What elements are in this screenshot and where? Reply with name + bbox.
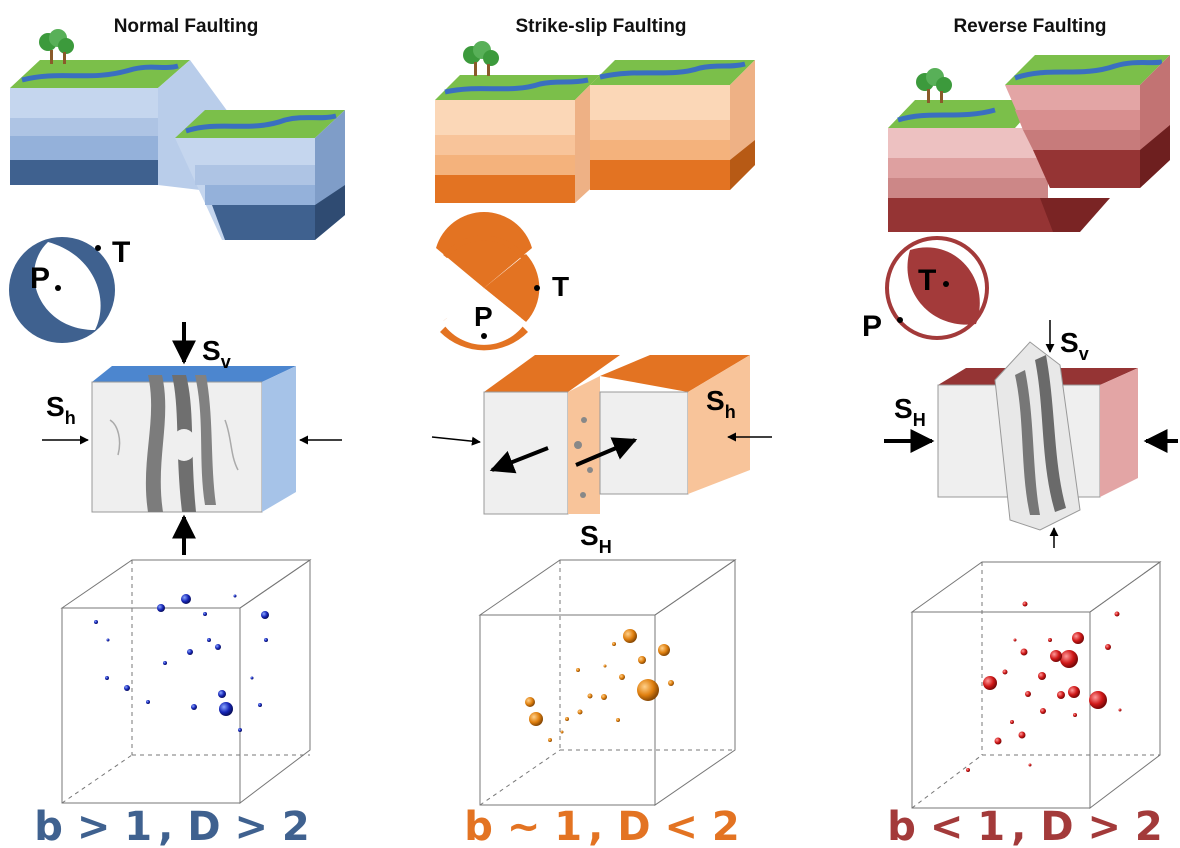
normal-beachball-t-label: T [112,236,130,269]
reverse-b-value: b < 1 [887,804,1005,848]
reverse-stress-block: Sv SH [884,320,1178,548]
stats-separator: , [588,804,603,848]
sv-label-sub: v [1079,344,1089,364]
svg-text:Sh: Sh [46,391,76,428]
reverse-beachball-p-label: P [862,310,882,343]
reverse-d-value: D > 2 [1040,804,1162,848]
stats-separator: , [158,804,173,848]
strike-slip-b-value: b ~ 1 [464,804,582,848]
sh-label-sub: h [65,408,76,428]
sH-label-sub: H [599,537,612,557]
sv-label: S [1060,327,1079,358]
normal-d-value: D > 2 [187,804,309,848]
sv-label-sub: v [221,352,231,372]
sh-label-sub: h [725,402,736,422]
reverse-fault-block-diagram [888,55,1170,232]
sh-label: S [706,385,725,416]
normal-beachball-p-label: P [30,262,50,295]
reverse-stats: b < 1, D > 2 [887,804,1162,848]
reverse-seismicity-points [966,601,1122,772]
strike-slip-seismicity-box [478,559,737,806]
strike-slip-block-diagram [435,41,755,203]
svg-text:Sh: Sh [706,385,736,422]
normal-seismicity-box [60,559,312,805]
strike-slip-stats: b ~ 1, D < 2 [464,804,739,848]
sH-label-sub: H [913,410,926,430]
title-reverse-faulting: Reverse Faulting [953,16,1106,37]
normal-seismicity-points [94,594,269,732]
reverse-beachball: T P [862,236,989,343]
normal-b-value: b > 1 [34,804,152,848]
svg-text:SH: SH [894,393,926,430]
reverse-seismicity-box [910,561,1162,810]
slip-arrow-right [575,437,638,467]
normal-stress-block: Sv Sh [42,322,342,555]
strike-slip-beachball-p-label: P [474,301,493,332]
strike-slip-seismicity-points [525,629,674,742]
svg-text:SH: SH [580,520,612,557]
strike-slip-beachball-t-label: T [552,271,569,302]
strike-slip-stress-block: Sh SH [431,355,772,557]
sH-label: S [580,520,599,551]
stats-separator: , [1011,804,1026,848]
sh-label: S [46,391,65,422]
strike-slip-beachball: P T [428,212,569,351]
normal-stats: b > 1, D > 2 [34,804,309,848]
svg-text:Sv: Sv [202,335,231,372]
title-normal-faulting: Normal Faulting [114,16,259,37]
normal-fault-block-diagram [10,29,345,240]
reverse-beachball-t-label: T [918,264,936,297]
strike-slip-d-value: D < 2 [617,804,739,848]
svg-text:Sv: Sv [1060,327,1089,364]
title-strike-slip-faulting: Strike-slip Faulting [515,16,686,37]
sh-left-arrow [431,436,481,446]
sv-label: S [202,335,221,366]
slip-arrow-left [489,446,549,474]
normal-beachball: P T [9,236,130,343]
sH-label: S [894,393,913,424]
